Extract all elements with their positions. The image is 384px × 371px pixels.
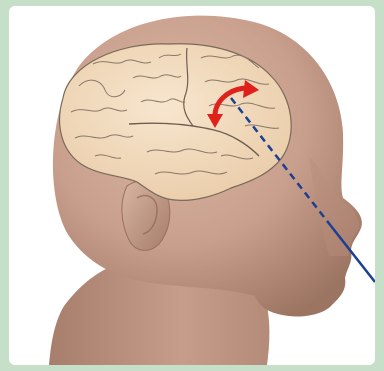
figure-panel: [9, 6, 375, 365]
head-illustration: [9, 6, 375, 365]
